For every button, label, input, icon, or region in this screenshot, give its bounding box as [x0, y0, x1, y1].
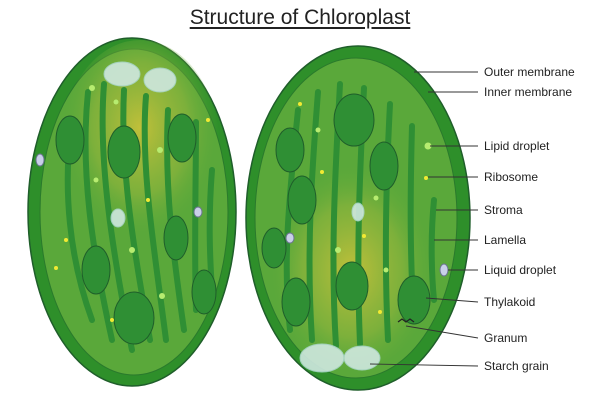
label-ribosome: Ribosome: [484, 170, 539, 184]
liquid-droplet: [193, 206, 203, 218]
starch-grain: [299, 343, 345, 373]
granum: [333, 93, 375, 147]
granum: [369, 141, 399, 191]
leader-granum: [405, 325, 479, 339]
label-lipid-droplet: Lipid droplet: [484, 139, 550, 153]
starch-grain: [103, 61, 141, 87]
granum: [55, 115, 85, 165]
starch-grain: [343, 345, 381, 371]
label-stroma: Stroma: [484, 203, 523, 217]
liquid-droplets-right: [285, 232, 449, 277]
lipid-droplets-right: [315, 127, 432, 273]
lipid-droplet: [157, 147, 163, 153]
label-liquid-droplet: Liquid droplet: [484, 263, 557, 277]
ribosome: [64, 238, 68, 242]
lipid-droplet: [373, 195, 379, 201]
granum: [261, 227, 287, 269]
liquid-droplets-left: [35, 153, 203, 218]
granum: [163, 215, 189, 261]
ribosome: [320, 170, 324, 174]
ribosome: [362, 234, 366, 238]
granum: [81, 245, 111, 295]
granum: [281, 277, 311, 327]
chloroplast-left: [27, 37, 237, 387]
liquid-droplet: [35, 153, 45, 167]
starch-grain: [143, 67, 177, 93]
ribosome: [298, 102, 302, 106]
ribosome: [110, 318, 114, 322]
diagram-title: Structure of Chloroplast: [0, 6, 600, 30]
granum: [287, 175, 317, 225]
ribosome: [424, 176, 428, 180]
ribosomes-left: [54, 118, 210, 322]
leader-thylakoid: [425, 297, 479, 303]
granum: [107, 125, 141, 179]
lipid-droplet: [315, 127, 321, 133]
starch-grains-left: [103, 61, 177, 228]
label-granum: Granum: [484, 331, 528, 345]
lipid-droplet: [159, 293, 165, 299]
granum: [191, 269, 217, 315]
lipid-droplet: [129, 247, 135, 253]
granum: [167, 113, 197, 163]
leader-lines: [369, 71, 479, 367]
granum: [275, 127, 305, 173]
ribosome: [146, 198, 150, 202]
granum: [113, 291, 155, 345]
lipid-droplet: [113, 99, 119, 105]
lipid-droplet: [335, 247, 341, 253]
grana-right: [261, 93, 431, 327]
ribosome: [378, 310, 382, 314]
label-outer-membrane: Outer membrane: [484, 65, 575, 79]
lipid-droplets-left: [89, 85, 165, 299]
granum-bracket: [397, 318, 415, 323]
lipid-droplet: [424, 142, 432, 150]
liquid-droplet: [285, 232, 295, 244]
starch-grain: [351, 202, 365, 222]
granum: [397, 275, 431, 325]
lipid-droplet: [93, 177, 99, 183]
ribosomes-right: [298, 102, 428, 314]
starch-grain: [110, 208, 126, 228]
ribosome: [206, 118, 210, 122]
label-thylakoid: Thylakoid: [484, 295, 536, 309]
leader-starch-grain: [369, 363, 479, 367]
label-lamella: Lamella: [484, 233, 527, 247]
granum: [335, 261, 369, 311]
grana-left: [55, 113, 217, 345]
ribosome: [54, 266, 58, 270]
lipid-droplet: [89, 85, 95, 91]
chloroplast-right: [245, 45, 471, 391]
lipid-droplet: [383, 267, 389, 273]
label-inner-membrane: Inner membrane: [484, 85, 573, 99]
label-starch-grain: Starch grain: [484, 359, 549, 373]
title-text: Structure of Chloroplast: [189, 6, 411, 29]
liquid-droplet: [439, 263, 449, 277]
